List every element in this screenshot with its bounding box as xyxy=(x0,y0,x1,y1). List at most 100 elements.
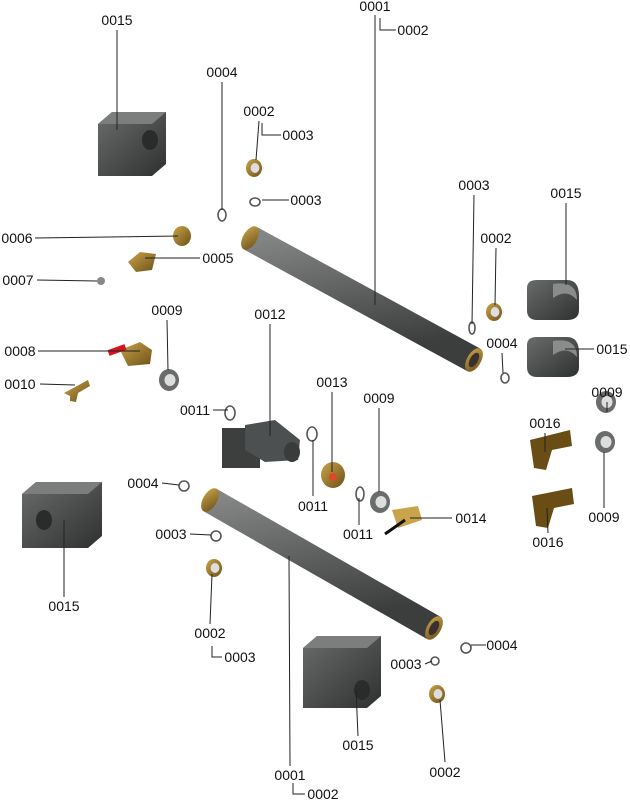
pipe-bore xyxy=(428,620,440,636)
pipe-end-fitting xyxy=(201,488,219,512)
ring-hole xyxy=(433,689,443,699)
insulation-shell-right-upper xyxy=(527,280,579,320)
leader-line xyxy=(439,699,446,763)
part-callout-label: 0002 xyxy=(480,230,511,246)
brass-nut xyxy=(486,303,502,321)
housing-port xyxy=(354,680,370,700)
part-callout-label: 0003 xyxy=(390,656,421,672)
leader-line xyxy=(424,660,433,665)
part-callout-label: 0002 xyxy=(429,764,460,780)
part-callout-label: 0002 xyxy=(243,103,274,119)
o-ring-seal xyxy=(306,426,318,442)
o-ring-seal xyxy=(210,530,222,542)
leader-line xyxy=(261,123,281,136)
union-nut xyxy=(595,431,615,453)
insulation-shell-right-lower xyxy=(527,337,579,377)
o-ring-seal xyxy=(249,197,261,207)
part-callout-label: 0002 xyxy=(307,786,338,800)
o-ring-seal xyxy=(460,642,472,654)
part-callout-label: 0003 xyxy=(458,177,489,193)
part-callout-label: 0011 xyxy=(180,402,210,418)
o-ring-seal xyxy=(224,405,236,421)
pipe-bore xyxy=(468,352,480,368)
part-callout-label: 0015 xyxy=(101,12,132,28)
drain-tap-0010 xyxy=(64,380,90,402)
o-ring-seal xyxy=(178,480,190,492)
valve-handle-black xyxy=(384,518,406,536)
part-callout-label: 0013 xyxy=(316,374,347,390)
pipe-shade xyxy=(243,226,481,372)
housing-top xyxy=(303,636,381,648)
leader-line xyxy=(189,533,212,536)
part-callout-label: 0009 xyxy=(591,384,622,400)
o-ring-seal xyxy=(500,372,510,384)
leader-line xyxy=(355,689,359,737)
pipe-body xyxy=(243,226,481,372)
leader-line xyxy=(166,319,169,371)
fitting-0006 xyxy=(173,226,191,246)
ring-hole xyxy=(250,163,260,173)
housing-top xyxy=(553,283,577,300)
leader-line xyxy=(292,783,305,795)
union-nut xyxy=(370,491,390,513)
housing-port xyxy=(142,130,158,150)
check-valve-mark xyxy=(329,473,337,481)
brass-nut xyxy=(429,685,445,703)
part-callout-label: 0015 xyxy=(550,185,581,201)
ring-hole xyxy=(490,307,500,317)
leader-line xyxy=(211,646,222,658)
part-callout-label: 0015 xyxy=(342,737,373,753)
part-callout-label: 0001 xyxy=(359,0,390,14)
o-ring-seal xyxy=(430,656,440,666)
leader-line xyxy=(161,482,180,486)
pipe-end-fitting xyxy=(241,226,259,250)
brass-nut xyxy=(246,159,262,177)
part-callout-label: 0009 xyxy=(151,302,182,318)
part-callout-label: 0004 xyxy=(486,335,517,351)
part-callout-label: 0010 xyxy=(4,376,35,392)
leader-line xyxy=(39,383,76,386)
part-callout-label: 0012 xyxy=(254,306,285,322)
union-nut xyxy=(159,369,179,391)
leader-line xyxy=(379,18,396,31)
part-callout-label: 0008 xyxy=(4,343,35,359)
fitting-0005 xyxy=(128,252,156,272)
part-callout-label: 0016 xyxy=(532,534,563,550)
part-callout-label: 0011 xyxy=(343,526,373,542)
ring-hole xyxy=(375,495,387,509)
housing-shell xyxy=(98,112,166,176)
leader-line xyxy=(471,194,475,325)
part-callout-label: 0003 xyxy=(290,192,321,208)
housing-port xyxy=(36,510,52,530)
insulation-housing-bottom xyxy=(303,636,381,708)
part-callout-label: 0003 xyxy=(155,526,186,542)
part-callout-label: 0001 xyxy=(274,767,305,783)
o-ring-seal xyxy=(355,486,365,502)
brass-nut xyxy=(206,559,222,577)
pipe-shade xyxy=(203,488,441,640)
part-callout-label: 0006 xyxy=(1,230,32,246)
housing-top xyxy=(22,482,102,494)
part-callout-label: 0003 xyxy=(282,127,313,143)
insulation-housing-top-left xyxy=(98,112,166,176)
ring-hole xyxy=(600,435,612,449)
part-callout-label: 0009 xyxy=(588,509,619,525)
insulation-housing-bottom-left xyxy=(22,482,102,548)
pipe-lower xyxy=(201,488,443,640)
part-callout-label: 0004 xyxy=(206,64,237,80)
housing-shell xyxy=(22,482,102,548)
part-callout-label: 0004 xyxy=(486,637,517,653)
tee-fitting-0016 xyxy=(532,488,574,528)
leader-line xyxy=(546,507,549,534)
tee-fitting-0016 xyxy=(530,430,572,470)
part-callout-label: 0015 xyxy=(48,598,79,614)
leader-line xyxy=(255,120,260,161)
housing-top xyxy=(98,112,166,124)
vent-0007 xyxy=(97,277,105,285)
leader-line xyxy=(288,555,291,767)
leader-line xyxy=(501,352,504,374)
part-callout-label: 0011 xyxy=(298,498,328,514)
part-callout-label: 0002 xyxy=(397,22,428,38)
